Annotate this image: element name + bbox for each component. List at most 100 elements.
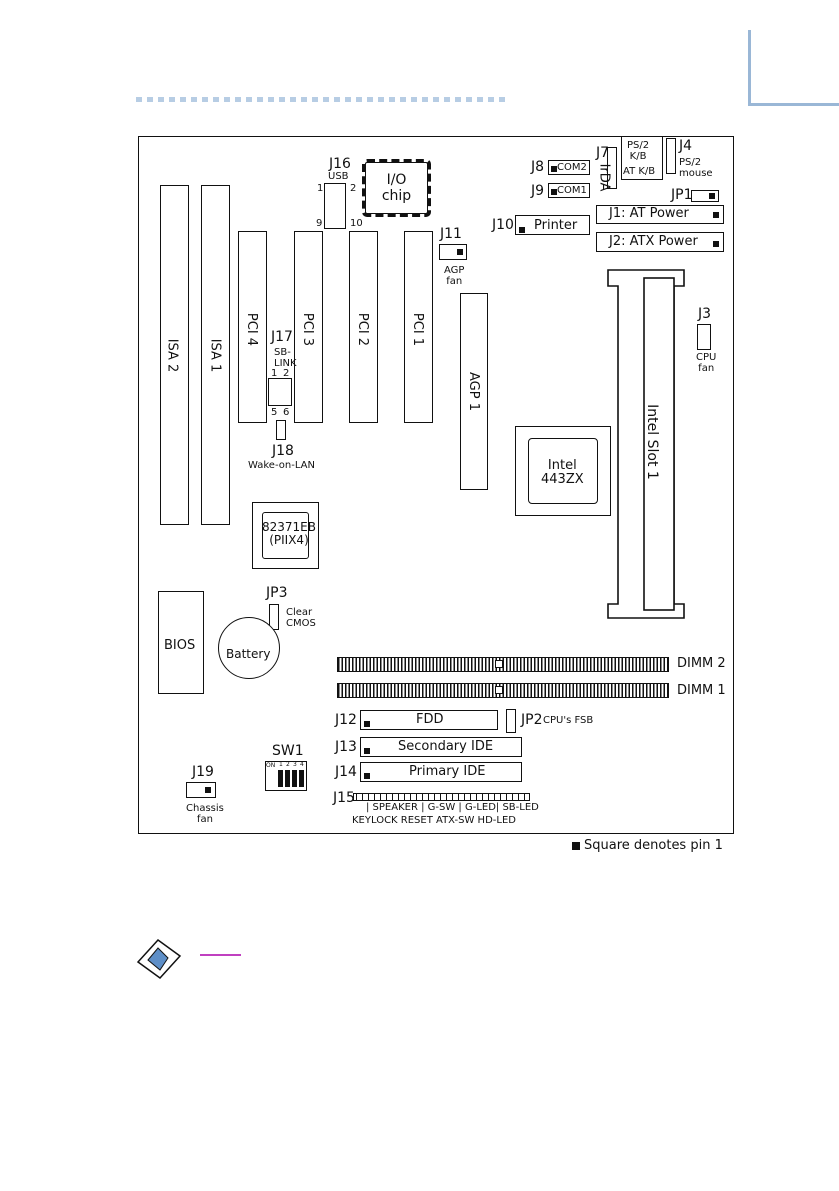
pci2-slot xyxy=(349,231,378,423)
usb-header xyxy=(324,183,346,229)
pin1-square-icon xyxy=(572,842,580,850)
sblink-pin2: 2 xyxy=(283,368,290,379)
usb-pin10: 10 xyxy=(350,218,363,229)
jp2-label: JP2 xyxy=(521,712,543,728)
note-icon xyxy=(136,938,182,980)
dimm2-notch xyxy=(495,660,503,668)
secondary-ide xyxy=(360,737,522,757)
secondary-ide-label: Secondary IDE xyxy=(398,739,494,754)
usb-pin2: 2 xyxy=(350,183,357,194)
sw1-num2: 2 xyxy=(286,761,290,768)
jp1-label: JP1 xyxy=(671,187,693,203)
wol-header xyxy=(276,420,286,440)
sw1-num1: 1 xyxy=(279,761,283,768)
sblink-header xyxy=(268,378,292,406)
sw1-switch3 xyxy=(292,770,297,787)
io-chip-label: I/O chip xyxy=(381,172,412,205)
ps2kb-label: PS/2 K/B xyxy=(627,140,650,162)
cpufsb-label: CPU's FSB xyxy=(543,715,594,726)
j13-label: J13 xyxy=(335,739,357,755)
j4-label: J4 xyxy=(679,138,693,154)
j7-label: J7 xyxy=(596,145,610,161)
j9-label: J9 xyxy=(531,183,545,199)
front-panel-header xyxy=(353,793,530,801)
agp-fan-header xyxy=(439,244,467,260)
sblink-pin5: 5 xyxy=(271,407,278,418)
sw1-on-label: ON xyxy=(266,762,276,769)
battery-label: Battery xyxy=(226,647,271,661)
clear-cmos-label: Clear CMOS xyxy=(286,607,316,629)
chassis-fan-label: Chassis fan xyxy=(186,803,224,825)
atkb-label: AT K/B xyxy=(623,166,656,177)
pci3-slot xyxy=(294,231,323,423)
usb-label: USB xyxy=(328,171,349,182)
intel-slot-shape xyxy=(607,269,685,619)
usb-pin9: 9 xyxy=(316,218,323,229)
dimm2-socket xyxy=(337,657,669,672)
jp3-label: JP3 xyxy=(266,585,288,601)
dimm2-label: DIMM 2 xyxy=(677,656,726,671)
front-panel-bottom-labels: KEYLOCK RESET ATX-SW HD-LED xyxy=(352,815,516,826)
usb-pin1: 1 xyxy=(317,183,324,194)
sw1-switch2 xyxy=(285,770,290,787)
battery xyxy=(218,617,280,679)
j12-label: J12 xyxy=(335,712,357,728)
sw1-num3: 3 xyxy=(293,761,297,768)
pci3-label: PCI 3 xyxy=(300,312,316,347)
piix4-label: 82371EB (PIIX4) xyxy=(262,520,316,548)
piix4-inner xyxy=(262,512,309,559)
j18-label: J18 xyxy=(272,443,294,459)
com1-label: COM1 xyxy=(557,185,587,196)
j8-label: J8 xyxy=(531,159,545,175)
isa2-label: ISA 2 xyxy=(164,338,180,373)
dimm1-notch xyxy=(495,686,503,694)
pci1-label: PCI 1 xyxy=(410,312,426,347)
printer-label: Printer xyxy=(534,218,578,233)
atx-power-label: J2: ATX Power xyxy=(609,234,698,249)
j14-label: J14 xyxy=(335,764,357,780)
pci2-label: PCI 2 xyxy=(355,312,371,347)
j11-label: J11 xyxy=(440,226,462,242)
j17-label: J17 xyxy=(271,329,293,345)
sblink-label: SB- LINK xyxy=(274,347,297,369)
intel-chip-label: Intel 443ZX xyxy=(541,458,584,488)
isa2-slot xyxy=(160,185,189,525)
bios-chip xyxy=(158,591,204,694)
intel-slot-label: Intel Slot 1 xyxy=(643,404,660,480)
com2-port xyxy=(548,160,590,175)
sw1-switch4 xyxy=(299,770,304,787)
isa1-slot xyxy=(201,185,230,525)
dimm1-label: DIMM 1 xyxy=(677,683,726,698)
agp-fan-label: AGP fan xyxy=(444,265,465,287)
j3-label: J3 xyxy=(698,306,712,322)
bios-label: BIOS xyxy=(164,638,196,653)
ps2mouse-label: PS/2 mouse xyxy=(679,157,713,179)
cpu-fan-header xyxy=(697,324,711,350)
primary-ide-label: Primary IDE xyxy=(409,764,486,779)
wol-label: Wake-on-LAN xyxy=(248,460,315,471)
keyboard-connector xyxy=(621,136,663,180)
page-corner-mark xyxy=(748,30,751,105)
sw1-switch1 xyxy=(278,770,283,787)
dotted-rule xyxy=(136,97,506,102)
pci4-slot xyxy=(238,231,267,423)
board-outline xyxy=(138,136,734,834)
fdd-label: FDD xyxy=(416,712,444,727)
j19-label: J19 xyxy=(192,764,214,780)
legend-label: Square denotes pin 1 xyxy=(584,838,723,853)
pci1-slot xyxy=(404,231,433,423)
fdd-connector xyxy=(360,710,498,730)
atx-power xyxy=(596,232,724,252)
dimm1-socket xyxy=(337,683,669,698)
sblink-pin6: 6 xyxy=(283,407,290,418)
printer-port xyxy=(515,215,590,235)
note-underline xyxy=(200,954,241,956)
j10-label: J10 xyxy=(492,217,514,233)
j16-label: J16 xyxy=(329,156,351,172)
io-chip: I/O chip xyxy=(362,159,431,217)
primary-ide xyxy=(360,762,522,782)
jp2-jumper xyxy=(506,709,516,733)
com1-port xyxy=(548,183,590,198)
intel-chip-inner xyxy=(528,438,598,504)
at-power-label: J1: AT Power xyxy=(609,206,689,221)
